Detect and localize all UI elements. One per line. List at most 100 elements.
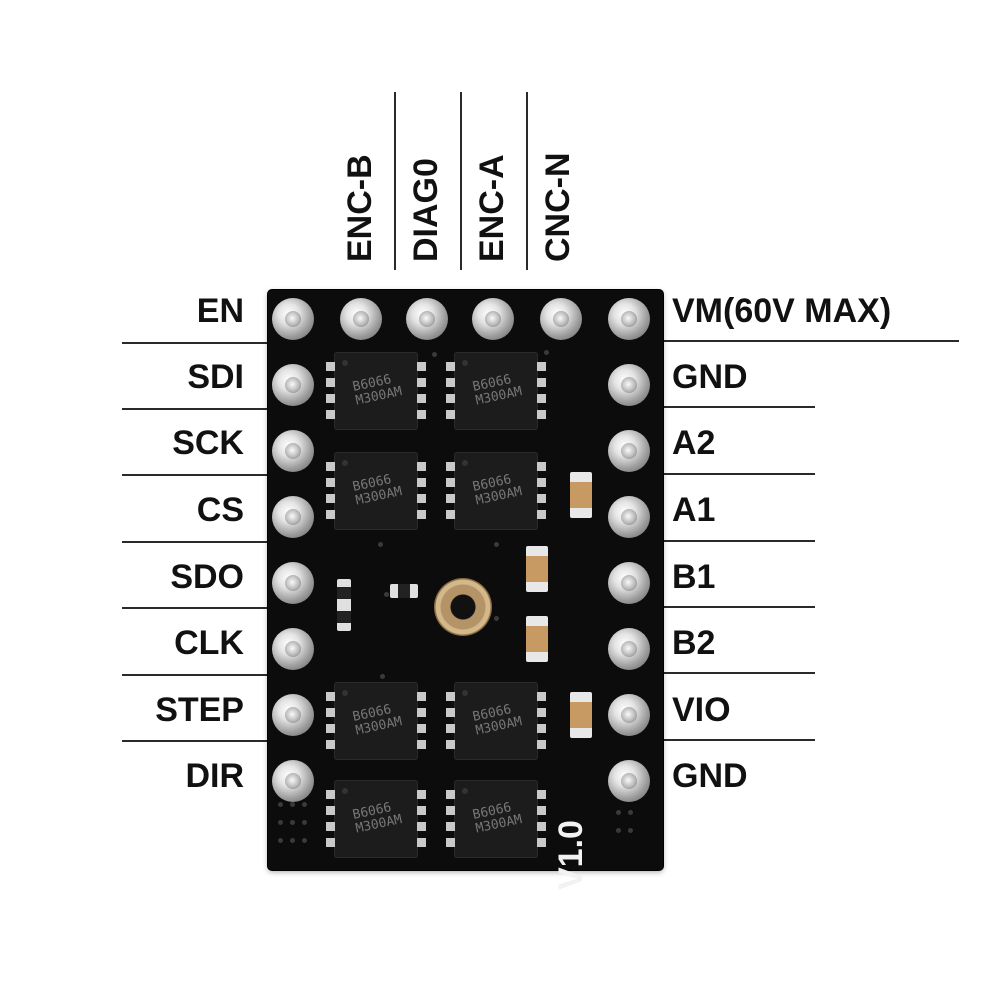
right-pin-label-vio: VIO bbox=[672, 691, 731, 729]
right-pin-label-a1: A1 bbox=[672, 491, 716, 529]
via bbox=[290, 802, 295, 807]
via bbox=[302, 838, 307, 843]
header-pin-en bbox=[272, 298, 314, 340]
left-pin-label-step: STEP bbox=[155, 691, 244, 729]
left-divider bbox=[122, 474, 268, 476]
header-pin-gnd-2 bbox=[608, 760, 650, 802]
header-pin-cnc-n bbox=[540, 298, 582, 340]
left-divider bbox=[122, 740, 268, 742]
via bbox=[432, 352, 437, 357]
via bbox=[628, 828, 633, 833]
right-divider bbox=[663, 540, 815, 542]
resistor bbox=[337, 603, 351, 631]
left-pin-label-dir: DIR bbox=[185, 757, 244, 795]
header-pin-vm bbox=[608, 298, 650, 340]
mounting-hole bbox=[434, 578, 492, 636]
capacitor bbox=[526, 546, 548, 592]
header-pin-a1 bbox=[608, 496, 650, 538]
left-divider bbox=[122, 408, 268, 410]
left-pin-label-en: EN bbox=[196, 292, 244, 330]
header-pin-sdi bbox=[272, 364, 314, 406]
resistor bbox=[390, 584, 418, 598]
via bbox=[616, 810, 621, 815]
header-pin-b2 bbox=[608, 628, 650, 670]
left-divider bbox=[122, 607, 268, 609]
header-pin-enc-a bbox=[472, 298, 514, 340]
header-pin-dir bbox=[272, 760, 314, 802]
right-pin-label-a2: A2 bbox=[672, 424, 716, 462]
via bbox=[494, 616, 499, 621]
via bbox=[290, 838, 295, 843]
header-pin-b1 bbox=[608, 562, 650, 604]
via bbox=[384, 592, 389, 597]
right-pin-label-gnd-2: GND bbox=[672, 757, 748, 795]
via bbox=[378, 542, 383, 547]
right-divider bbox=[663, 340, 959, 342]
right-pin-label-b2: B2 bbox=[672, 624, 716, 662]
header-pin-step bbox=[272, 694, 314, 736]
top-divider-3 bbox=[526, 92, 528, 270]
via bbox=[302, 820, 307, 825]
top-pin-label-cnc-n: CNC-N bbox=[539, 152, 577, 262]
capacitor bbox=[570, 472, 592, 518]
via bbox=[278, 802, 283, 807]
header-pin-clk bbox=[272, 628, 314, 670]
header-pin-cs bbox=[272, 496, 314, 538]
right-pin-label-vm: VM(60V MAX) bbox=[672, 292, 892, 330]
left-pin-label-cs: CS bbox=[196, 491, 244, 529]
left-pin-label-sdi: SDI bbox=[187, 358, 244, 396]
via bbox=[302, 802, 307, 807]
top-pin-label-diag0: DIAG0 bbox=[407, 158, 445, 262]
via bbox=[544, 350, 549, 355]
via bbox=[628, 810, 633, 815]
capacitor bbox=[526, 616, 548, 662]
via bbox=[278, 838, 283, 843]
left-pin-label-clk: CLK bbox=[174, 624, 244, 662]
via bbox=[380, 674, 385, 679]
top-pin-label-enc-a: ENC-A bbox=[473, 154, 511, 262]
capacitor bbox=[570, 692, 592, 738]
left-pin-label-sck: SCK bbox=[172, 424, 244, 462]
right-divider bbox=[663, 672, 815, 674]
right-pin-label-b1: B1 bbox=[672, 558, 716, 596]
via bbox=[278, 820, 283, 825]
header-pin-diag0 bbox=[406, 298, 448, 340]
left-pin-label-sdo: SDO bbox=[170, 558, 244, 596]
right-divider bbox=[663, 739, 815, 741]
header-pin-gnd bbox=[608, 364, 650, 406]
header-pin-enc-b bbox=[340, 298, 382, 340]
left-divider bbox=[122, 541, 268, 543]
right-divider bbox=[663, 473, 815, 475]
header-pin-a2 bbox=[608, 430, 650, 472]
right-pin-label-gnd: GND bbox=[672, 358, 748, 396]
right-divider bbox=[663, 606, 815, 608]
header-pin-sdo bbox=[272, 562, 314, 604]
left-divider bbox=[122, 674, 268, 676]
top-divider-1 bbox=[394, 92, 396, 270]
via bbox=[290, 820, 295, 825]
board-version-label: V1.0 bbox=[552, 820, 590, 890]
via bbox=[494, 542, 499, 547]
header-pin-sck bbox=[272, 430, 314, 472]
top-divider-2 bbox=[460, 92, 462, 270]
right-divider bbox=[663, 406, 815, 408]
via bbox=[616, 828, 621, 833]
left-divider bbox=[122, 342, 268, 344]
top-pin-label-enc-b: ENC-B bbox=[341, 154, 379, 262]
